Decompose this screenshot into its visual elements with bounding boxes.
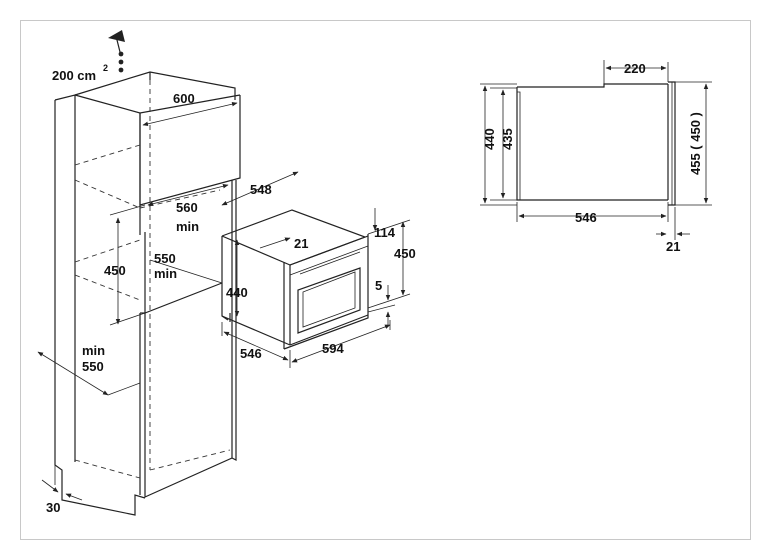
dim-5 <box>367 285 396 325</box>
dim-cabinet-depth: 550 <box>82 359 104 374</box>
dim-niche-height: 450 <box>104 263 126 278</box>
dim-21-side <box>656 207 690 240</box>
cabinet-hidden-lines <box>74 80 231 479</box>
dim-shelf-depth-min: min <box>154 266 177 281</box>
dim-oven-width: 594 <box>322 341 344 356</box>
dim-height-inner: 435 <box>500 128 515 150</box>
dim-cabinet-width: 600 <box>173 91 195 106</box>
dim-oven-gap: 5 <box>375 278 382 293</box>
dim-546-side <box>516 202 669 222</box>
dim-niche-width-min: min <box>176 219 199 234</box>
dim-oven-top: 114 <box>374 225 396 240</box>
dim-21-oven <box>259 237 291 249</box>
dim-560 <box>147 184 229 206</box>
vent-area-superscript: 2 <box>103 63 108 73</box>
vent-area-label: 200 cm <box>52 68 96 83</box>
dim-550-cabinet <box>37 351 141 396</box>
dim-body-depth: 546 <box>575 210 597 225</box>
dim-plinth-gap: 30 <box>46 500 60 515</box>
dim-546-oven <box>221 322 291 368</box>
dim-oven-offset: 21 <box>294 236 308 251</box>
dim-550-shelf <box>149 259 223 284</box>
drawing-frame <box>20 20 751 540</box>
side-view-oven <box>516 81 676 206</box>
dim-220 <box>603 60 669 84</box>
dim-440-435 <box>480 83 517 206</box>
dim-niche-depth: 548 <box>250 182 272 197</box>
tall-cabinet <box>54 71 241 516</box>
dim-oven-body-height: 440 <box>226 285 248 300</box>
dim-600 <box>139 95 241 128</box>
dim-shelf-depth: 550 <box>154 251 176 266</box>
dim-450-oven <box>367 221 411 309</box>
ventilation-arrow <box>108 30 125 73</box>
dim-front-thickness: 21 <box>666 239 680 254</box>
dim-548 <box>221 171 299 206</box>
dim-455 <box>675 81 712 206</box>
dim-niche-width: 560 <box>176 200 198 215</box>
dim-front-height: 455 ( 450 ) <box>688 112 703 175</box>
dim-oven-front-height: 450 <box>394 246 416 261</box>
dim-height-outer: 440 <box>482 128 497 150</box>
dim-450-niche <box>109 204 146 326</box>
dim-594 <box>291 320 391 363</box>
oven-body <box>221 209 369 350</box>
dim-cabinet-depth-min: min <box>82 343 105 358</box>
dim-oven-depth: 546 <box>240 346 262 361</box>
dim-top-depth: 220 <box>624 61 646 76</box>
dim-30 <box>41 460 83 501</box>
